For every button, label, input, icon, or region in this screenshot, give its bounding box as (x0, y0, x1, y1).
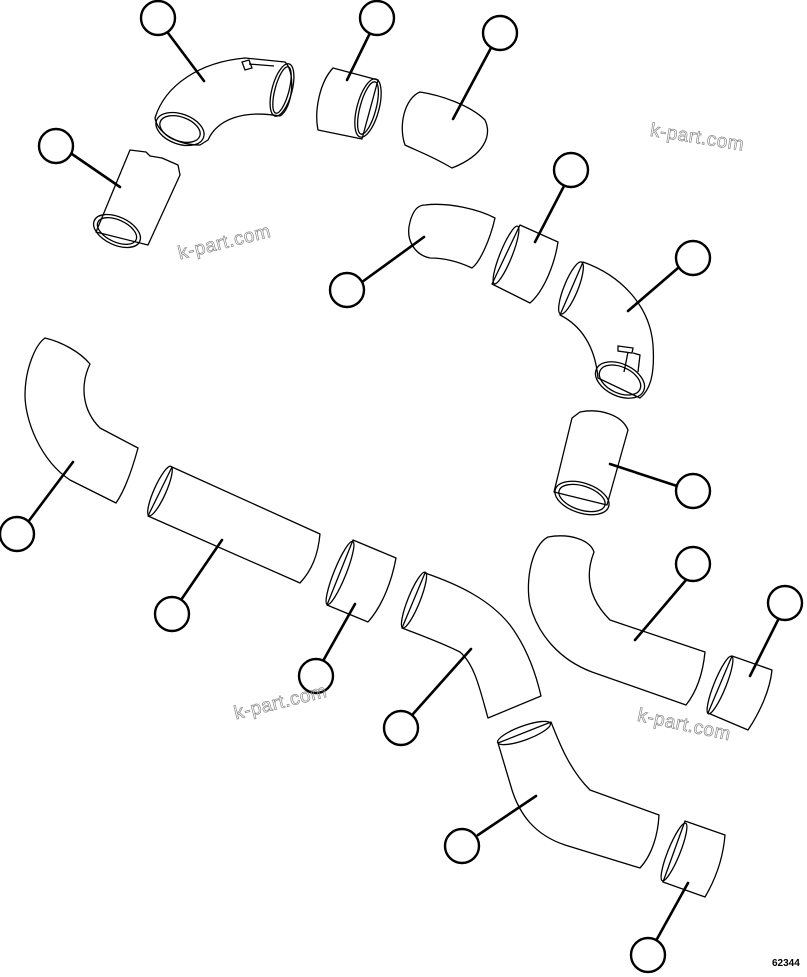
elbow-middle-right (558, 261, 655, 399)
sleeve-bottom-right (660, 820, 726, 898)
bend-hose-bottom (496, 720, 660, 869)
callout-sleeve-bottom-right (629, 936, 667, 974)
callout-elbow-middle-right (674, 239, 712, 277)
callout-long-tube-left (153, 595, 191, 633)
figure-id: 62344 (772, 958, 800, 969)
bend-hose-center (400, 571, 542, 719)
callout-bend-hose-bottom (443, 827, 481, 865)
callout-bend-hose-center (382, 709, 420, 747)
bend-hose-left (24, 337, 139, 504)
straight-hose-right (553, 410, 629, 516)
sleeve-lower-center (325, 539, 397, 623)
callout-sleeve-lower-center (297, 657, 335, 695)
callout-elbow-middle-left (328, 271, 366, 309)
sleeve-top-center (316, 67, 382, 140)
sleeve-middle (491, 224, 559, 304)
sleeve-right (706, 655, 773, 731)
leader-lines (26, 31, 780, 941)
straight-hose-left (92, 149, 181, 249)
elbow-middle-left (408, 203, 496, 269)
callout-straight-hose-right (674, 472, 712, 510)
callout-sleeve-middle (552, 151, 590, 189)
callout-straight-hose-left (37, 127, 75, 165)
elbow-top-left (154, 57, 295, 147)
callout-elbow-top-left (139, 0, 177, 37)
elbow-top-right (401, 91, 489, 169)
u-hose-right (527, 535, 706, 706)
callout-bend-hose-left (0, 515, 36, 553)
long-tube-left (147, 465, 321, 584)
callout-elbow-top-right (481, 14, 519, 52)
callout-sleeve-top-center (358, 0, 396, 37)
callout-u-hose-right (674, 545, 712, 583)
callout-sleeve-right (766, 584, 804, 622)
